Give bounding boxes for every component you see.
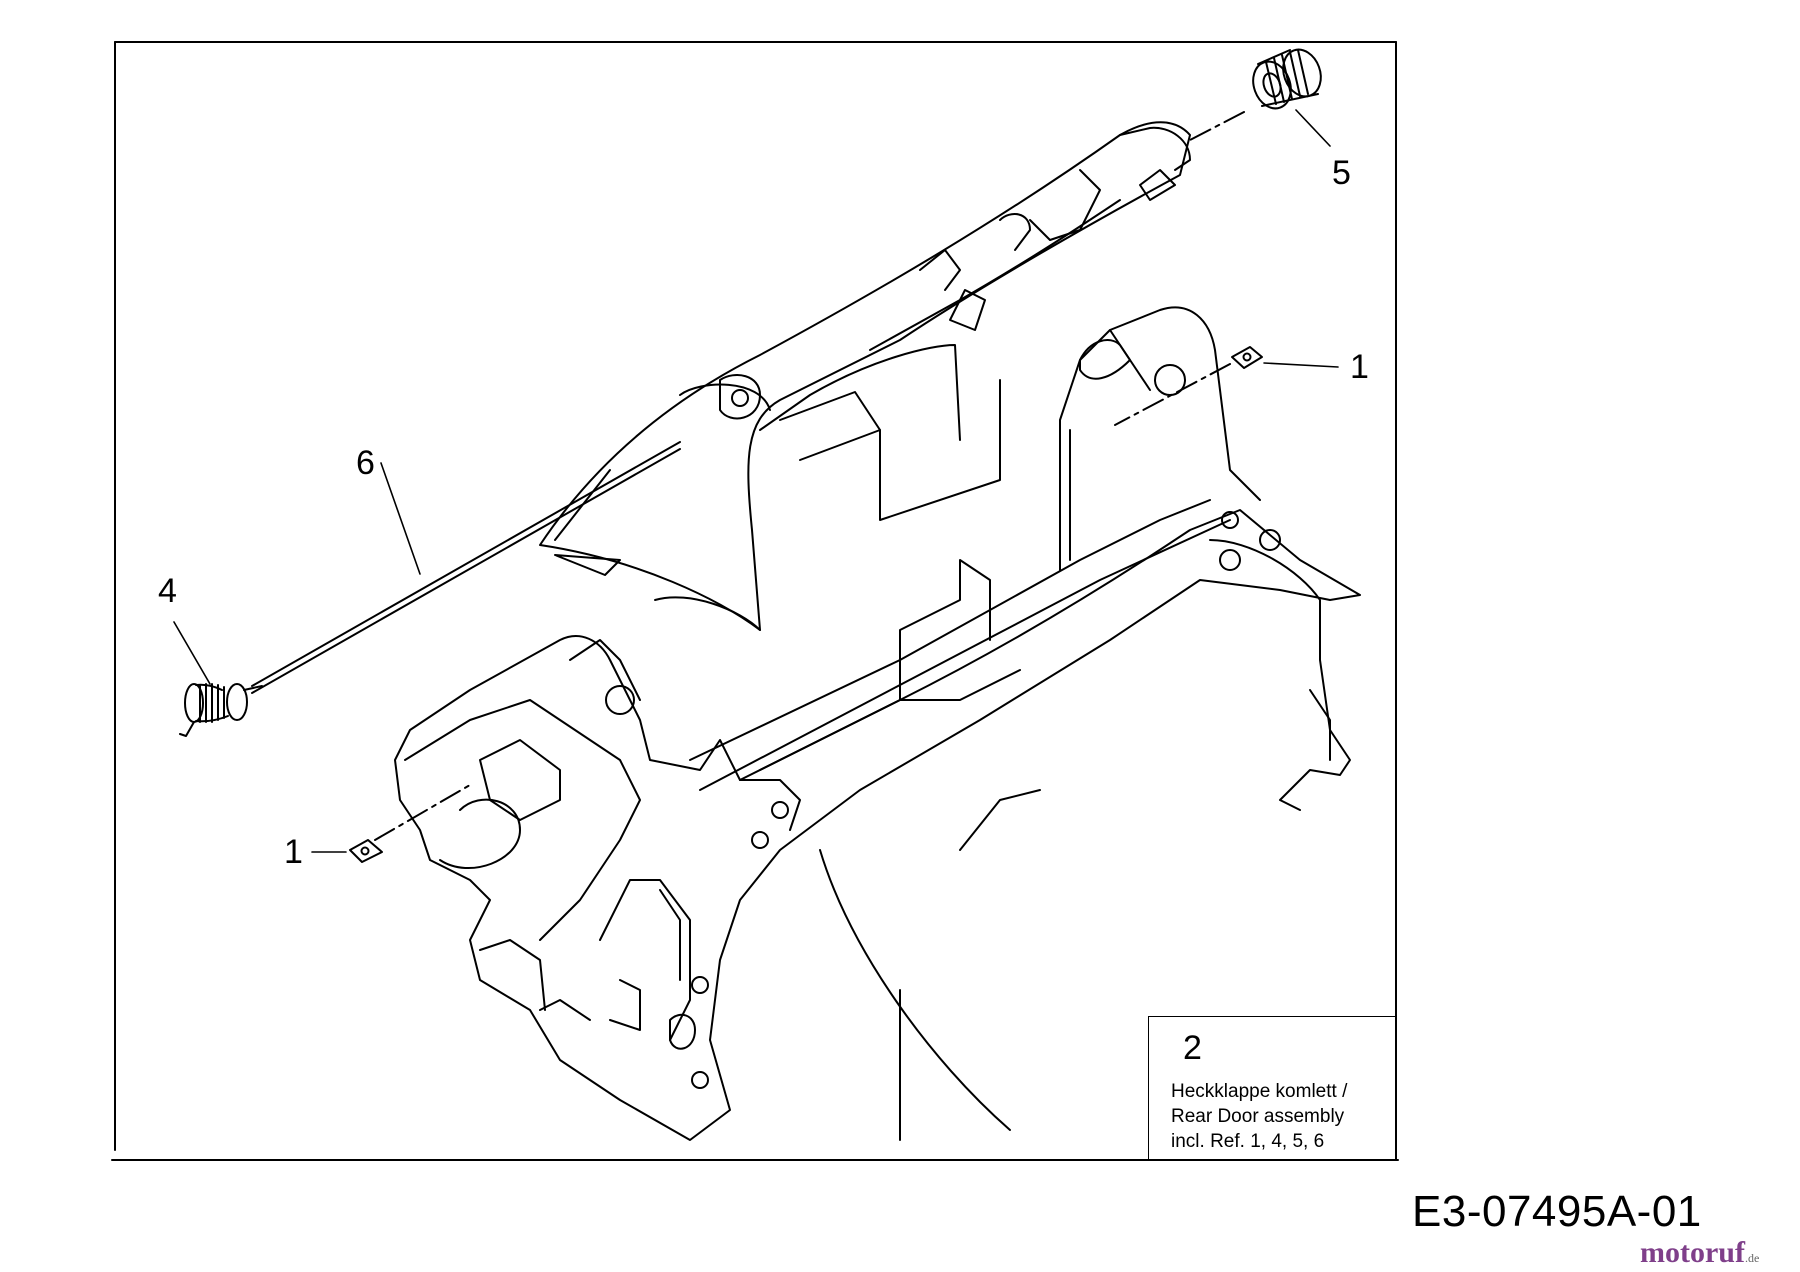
part-1-clip-nut-lower [311, 784, 471, 863]
part-4-torsion-spring [173, 621, 263, 737]
part-6-rod [251, 441, 681, 694]
callout-5: 5 [1332, 154, 1351, 192]
legend-line-english: Rear Door assembly [1171, 1106, 1345, 1127]
callout-6: 6 [356, 444, 375, 482]
part-5-spring [1189, 48, 1331, 147]
callout-1-upper: 1 [1350, 348, 1369, 386]
drawing-code: E3-07495A-01 [1412, 1187, 1702, 1236]
rear-housing [394, 306, 1361, 1141]
frame-border [111, 41, 1399, 1161]
legend-description: Heckklappe komlett / Rear Door assembly … [1171, 1079, 1347, 1154]
callout-4: 4 [158, 572, 177, 610]
watermark-logo: motoruf.de [1640, 1238, 1759, 1272]
part-1-clip-nut-upper [1114, 346, 1339, 426]
legend-box: 2 Heckklappe komlett / Rear Door assembl… [1148, 1016, 1395, 1159]
watermark-text: motoruf [1640, 1236, 1745, 1269]
rear-door-flap [539, 121, 1191, 631]
legend-line-included-refs: incl. Ref. 1, 4, 5, 6 [1171, 1131, 1325, 1152]
callout-1-lower: 1 [284, 833, 303, 871]
legend-item-number: 2 [1183, 1029, 1202, 1067]
legend-line-german: Heckklappe komlett / [1171, 1081, 1348, 1102]
watermark-domain: .de [1744, 1251, 1760, 1265]
